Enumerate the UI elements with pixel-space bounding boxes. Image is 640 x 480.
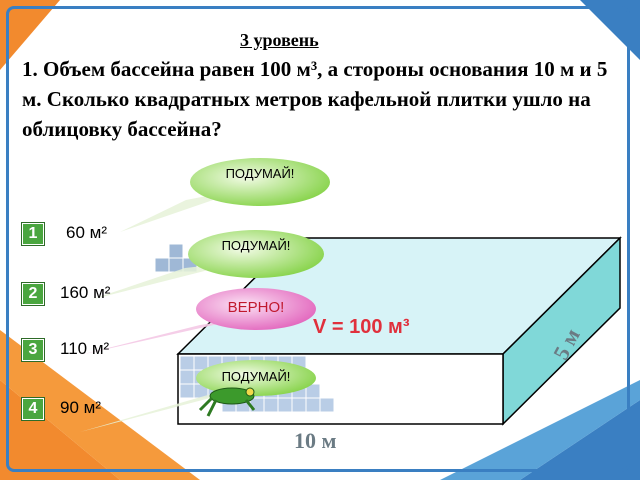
answer-4-option[interactable]: 90 м² <box>60 398 101 417</box>
think-bubble-2-text: ПОДУМАЙ! <box>221 238 291 253</box>
pool-volume-label: V = 100 м³ <box>313 316 410 338</box>
answer-1-option[interactable]: 60 м² <box>66 223 107 242</box>
answer-1-badge[interactable]: 1 <box>22 223 44 245</box>
correct-bubble: ВЕРНО! <box>196 288 316 330</box>
pool-length-label: 10 м <box>294 428 337 453</box>
answer-2-option[interactable]: 160 м² <box>60 283 111 302</box>
answer-3-badge[interactable]: 3 <box>22 339 44 361</box>
think-bubble-1: ПОДУМАЙ! <box>190 158 330 206</box>
level-title: 3 уровень <box>240 30 319 50</box>
think-bubble-1-text: ПОДУМАЙ! <box>225 166 295 181</box>
think-bubble-4-text: ПОДУМАЙ! <box>221 369 291 384</box>
correct-bubble-text: ВЕРНО! <box>227 299 285 316</box>
think-bubble-2: ПОДУМАЙ! <box>188 230 324 278</box>
answer-2-badge[interactable]: 2 <box>22 283 44 305</box>
question-text: 1. Объем бассейна равен 100 м³, а сторон… <box>22 57 608 141</box>
answer-3-option[interactable]: 110 м² <box>60 339 110 358</box>
slide-frame <box>6 6 630 472</box>
think-bubble-4: ПОДУМАЙ! <box>196 360 316 396</box>
answer-4-badge[interactable]: 4 <box>22 398 44 420</box>
